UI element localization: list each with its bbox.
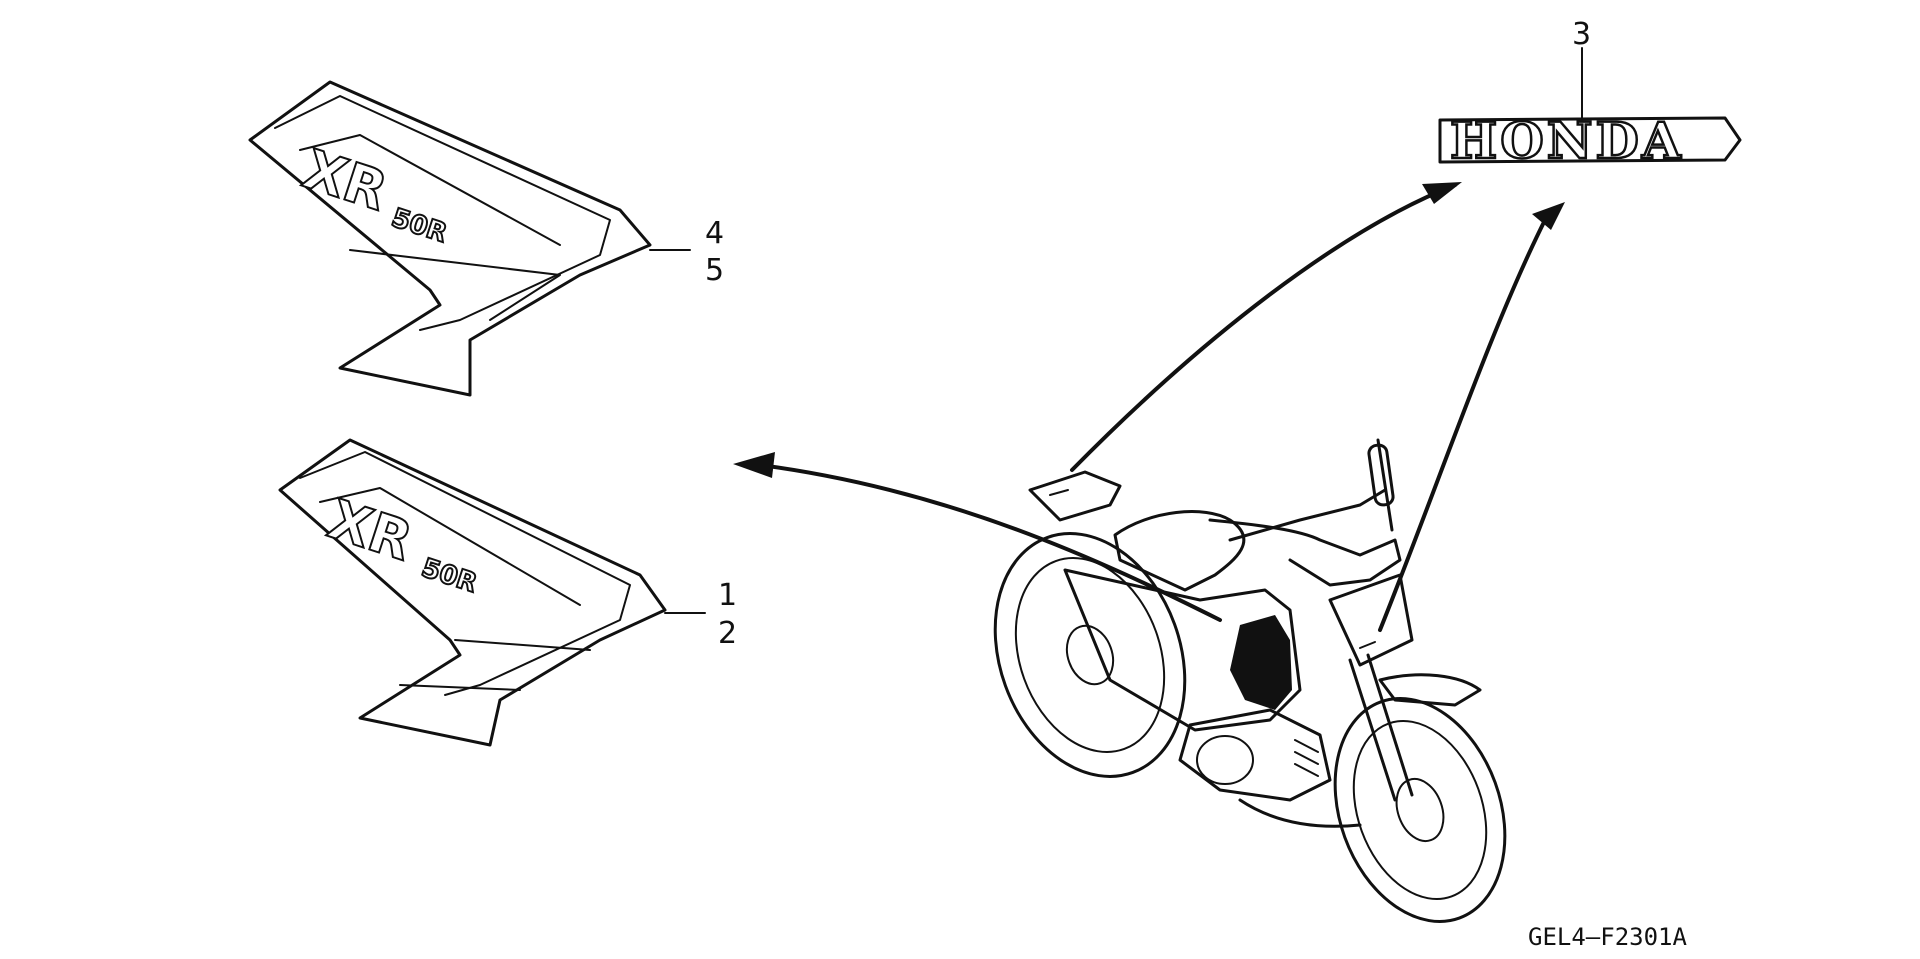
callout-4: 4 [705,216,724,251]
handlebar [1228,438,1394,542]
number-plate-decal-location [1359,641,1376,649]
engine-cover [1196,735,1254,785]
handlebar-grip [1367,443,1395,507]
drawing-code: GEL4—F2301A [1528,923,1687,951]
callout-2: 2 [718,616,737,651]
decal-lower: XR 50R [278,438,706,747]
decal-lower-inner-line [299,451,631,696]
callout-5: 5 [705,253,724,288]
honda-logo-outline [1438,116,1742,164]
decal-upper-sub-text: 50R [388,203,451,249]
front-fender [1378,673,1482,707]
rear-wheel-hub [1065,624,1115,686]
motorcycle-illustration [993,438,1507,923]
frame [1208,518,1402,587]
decal-upper-inner-line-2 [299,134,561,246]
front-wheel-tire [1333,697,1507,923]
decal-upper-outline [248,80,652,397]
arrow-head-3 [733,452,775,478]
rear-wheel-rim [1014,557,1166,753]
honda-logo-decal: HONDA [1438,47,1742,171]
seat [1113,510,1246,592]
exhaust-pipe [1238,798,1362,828]
decal-lower-inner-line-2 [319,487,581,606]
side-shroud [1063,568,1302,732]
front-number-plate [1328,573,1414,667]
arrow-to-upper-decal-location [1070,183,1457,472]
engine-block [1178,708,1332,802]
decal-lower-model-text: XR [321,487,420,573]
callout-1: 1 [718,578,737,613]
arrow-to-shroud-decal [758,463,1222,622]
decal-upper-stripe [349,249,561,321]
rear-fender-mark [1049,489,1069,496]
front-wheel-rim [1352,719,1488,901]
engine-fins [1294,739,1319,777]
pointer-arrows [733,182,1565,632]
arrow-head-2 [1532,202,1565,230]
arrow-head-1 [1422,182,1462,204]
rear-wheel-tire [993,532,1187,778]
decal-lower-stripe [399,639,591,691]
decal-lower-sub-text: 50R [418,553,481,599]
rear-fender [1028,470,1122,522]
honda-logo-text: HONDA [1450,111,1684,170]
front-fork [1348,653,1414,802]
decal-upper-model-text: XR [296,137,395,223]
front-wheel-hub [1395,778,1445,842]
decal-lower-outline [278,438,667,747]
arrow-to-front-plate [1378,218,1547,632]
decal-upper-inner-line [274,95,611,331]
decal-upper: XR 50R [248,80,691,397]
callout-3: 3 [1572,17,1591,52]
shroud-decal-location [1230,615,1292,710]
